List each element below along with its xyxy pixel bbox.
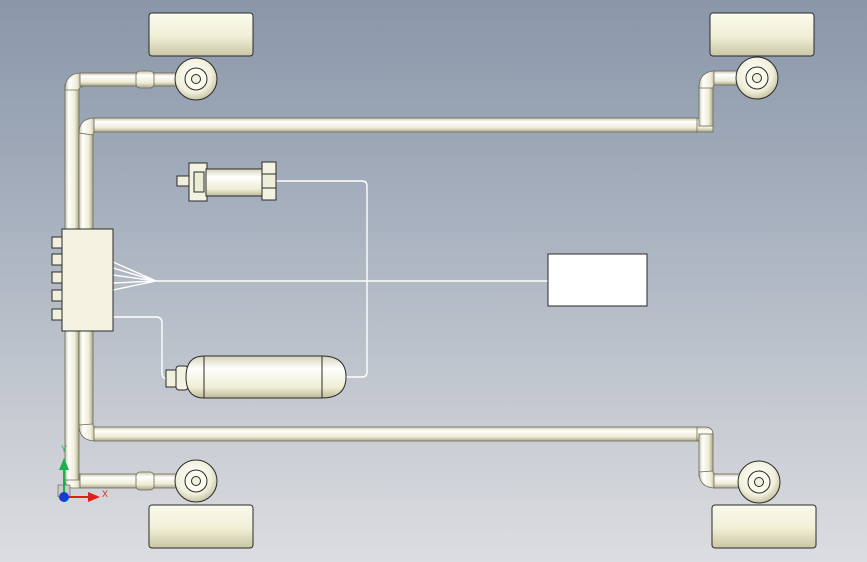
- wire-compressor-to-tank: [276, 180, 368, 378]
- brake-lines: [64, 70, 753, 491]
- front-right-line: [93, 117, 700, 133]
- front-left-tire: [148, 12, 254, 57]
- rear-right-tire: [711, 504, 817, 549]
- valve-block[interactable]: [51, 228, 114, 332]
- control-box[interactable]: [547, 253, 648, 307]
- rear-right-wheel[interactable]: [711, 504, 817, 549]
- y-axis-label: Y: [61, 444, 67, 454]
- coordinate-triad: Y X: [57, 444, 108, 502]
- rear-left-fitting: [135, 471, 155, 491]
- front-left-hub: [174, 57, 218, 101]
- wire-valve-to-tank: [113, 316, 172, 380]
- rear-right-bend-low: [698, 470, 717, 489]
- signal-wires: [112, 180, 548, 380]
- rear-right-hub: [737, 460, 781, 504]
- compressor[interactable]: [176, 161, 277, 202]
- control-box-body: [547, 253, 648, 307]
- inner-top-bend: [78, 117, 97, 136]
- front-right-hub: [735, 56, 779, 100]
- front-right-wheel[interactable]: [709, 12, 815, 57]
- rear-left-hub: [174, 459, 218, 503]
- inner-bottom-bend: [78, 423, 97, 442]
- rear-left-line: [79, 473, 181, 489]
- wheel-hubs: [174, 56, 781, 504]
- valve-body: [61, 228, 114, 332]
- y-axis-arrow-icon: [59, 458, 69, 470]
- front-left-line: [79, 72, 181, 87]
- rear-left-wheel[interactable]: [148, 504, 254, 549]
- compressor-inner-flange: [193, 171, 205, 193]
- rear-right-line: [93, 426, 700, 442]
- x-axis-arrow-icon: [88, 492, 100, 502]
- front-left-wheel[interactable]: [148, 12, 254, 57]
- z-axis-dot-icon: [59, 492, 69, 502]
- front-right-tire: [709, 12, 815, 57]
- compressor-body: [205, 168, 265, 197]
- front-left-fitting: [135, 70, 155, 89]
- rear-right-drop: [698, 433, 714, 477]
- compressor-head-band: [261, 173, 277, 189]
- x-axis-label: X: [102, 489, 108, 499]
- wire-fan: [112, 261, 157, 291]
- rear-left-tire: [148, 504, 254, 549]
- front-right-bend-high: [698, 70, 717, 89]
- front-right-riser: [698, 83, 714, 127]
- trunk-top-bend: [64, 72, 83, 91]
- air-tank[interactable]: [165, 355, 347, 399]
